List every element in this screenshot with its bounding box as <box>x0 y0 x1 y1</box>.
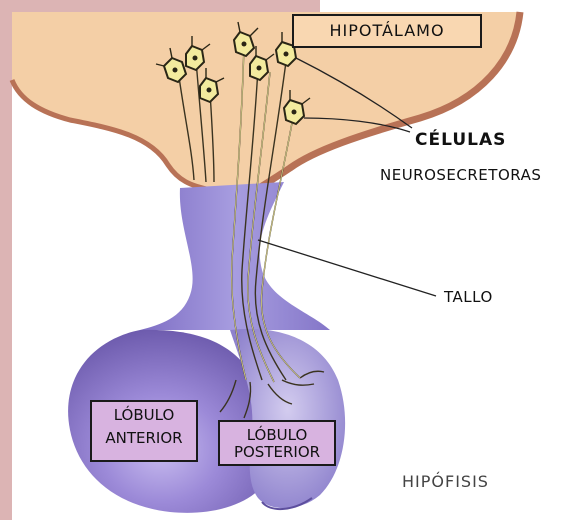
label-lobulo-anterior-line1: LÓBULO <box>92 407 196 424</box>
label-lobulo-posterior: LÓBULO POSTERIOR <box>218 420 336 466</box>
pituitary-stalk <box>140 182 330 330</box>
label-hipotalamo: HIPOTÁLAMO <box>292 14 482 48</box>
label-lobulo-posterior-line2: POSTERIOR <box>220 444 334 461</box>
label-lobulo-anterior: LÓBULO ANTERIOR <box>90 400 198 462</box>
label-celulas: CÉLULAS <box>415 130 506 150</box>
label-neurosecretoras: NEUROSECRETORAS <box>380 166 541 184</box>
label-lobulo-anterior-line2: ANTERIOR <box>92 430 196 447</box>
label-tallo: TALLO <box>444 288 493 306</box>
label-hipofisis: HIPÓFISIS <box>402 472 489 491</box>
label-hipotalamo-text: HIPOTÁLAMO <box>329 21 444 40</box>
label-lobulo-posterior-line1: LÓBULO <box>220 427 334 444</box>
